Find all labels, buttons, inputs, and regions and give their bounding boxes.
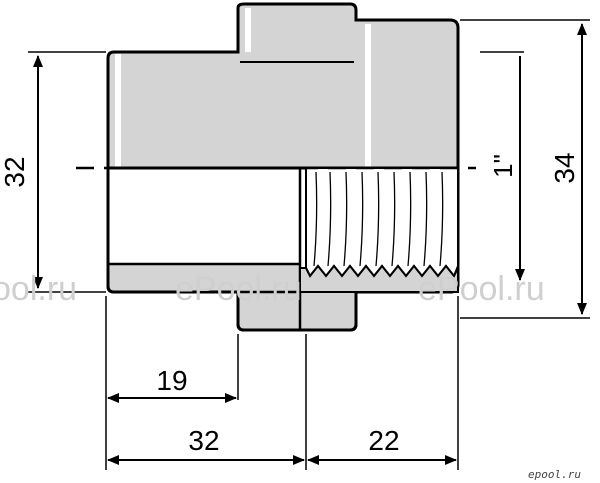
right-length-label: 22: [368, 425, 399, 456]
watermark: ool.ru ePool.ru ePool.ru epool.ru: [0, 270, 581, 481]
right-diameter-label: 34: [549, 152, 580, 183]
left-diameter-label: 32: [0, 156, 30, 187]
watermark-text-right: ePool.ru: [418, 270, 545, 308]
watermark-text-left: ool.ru: [0, 270, 77, 308]
internal-thread: [299, 167, 459, 293]
left-length-label: 32: [188, 425, 219, 456]
watermark-corner-text: epool.ru: [528, 468, 581, 481]
dimension-lines: [33, 23, 587, 465]
extension-lines: [28, 19, 590, 470]
socket-depth-label: 19: [156, 365, 187, 396]
watermark-text-center: ePool.ru: [175, 270, 302, 308]
thread-size-label: 1": [488, 154, 518, 178]
dimension-labels: 32 34 1" 19 32 22: [0, 152, 580, 456]
